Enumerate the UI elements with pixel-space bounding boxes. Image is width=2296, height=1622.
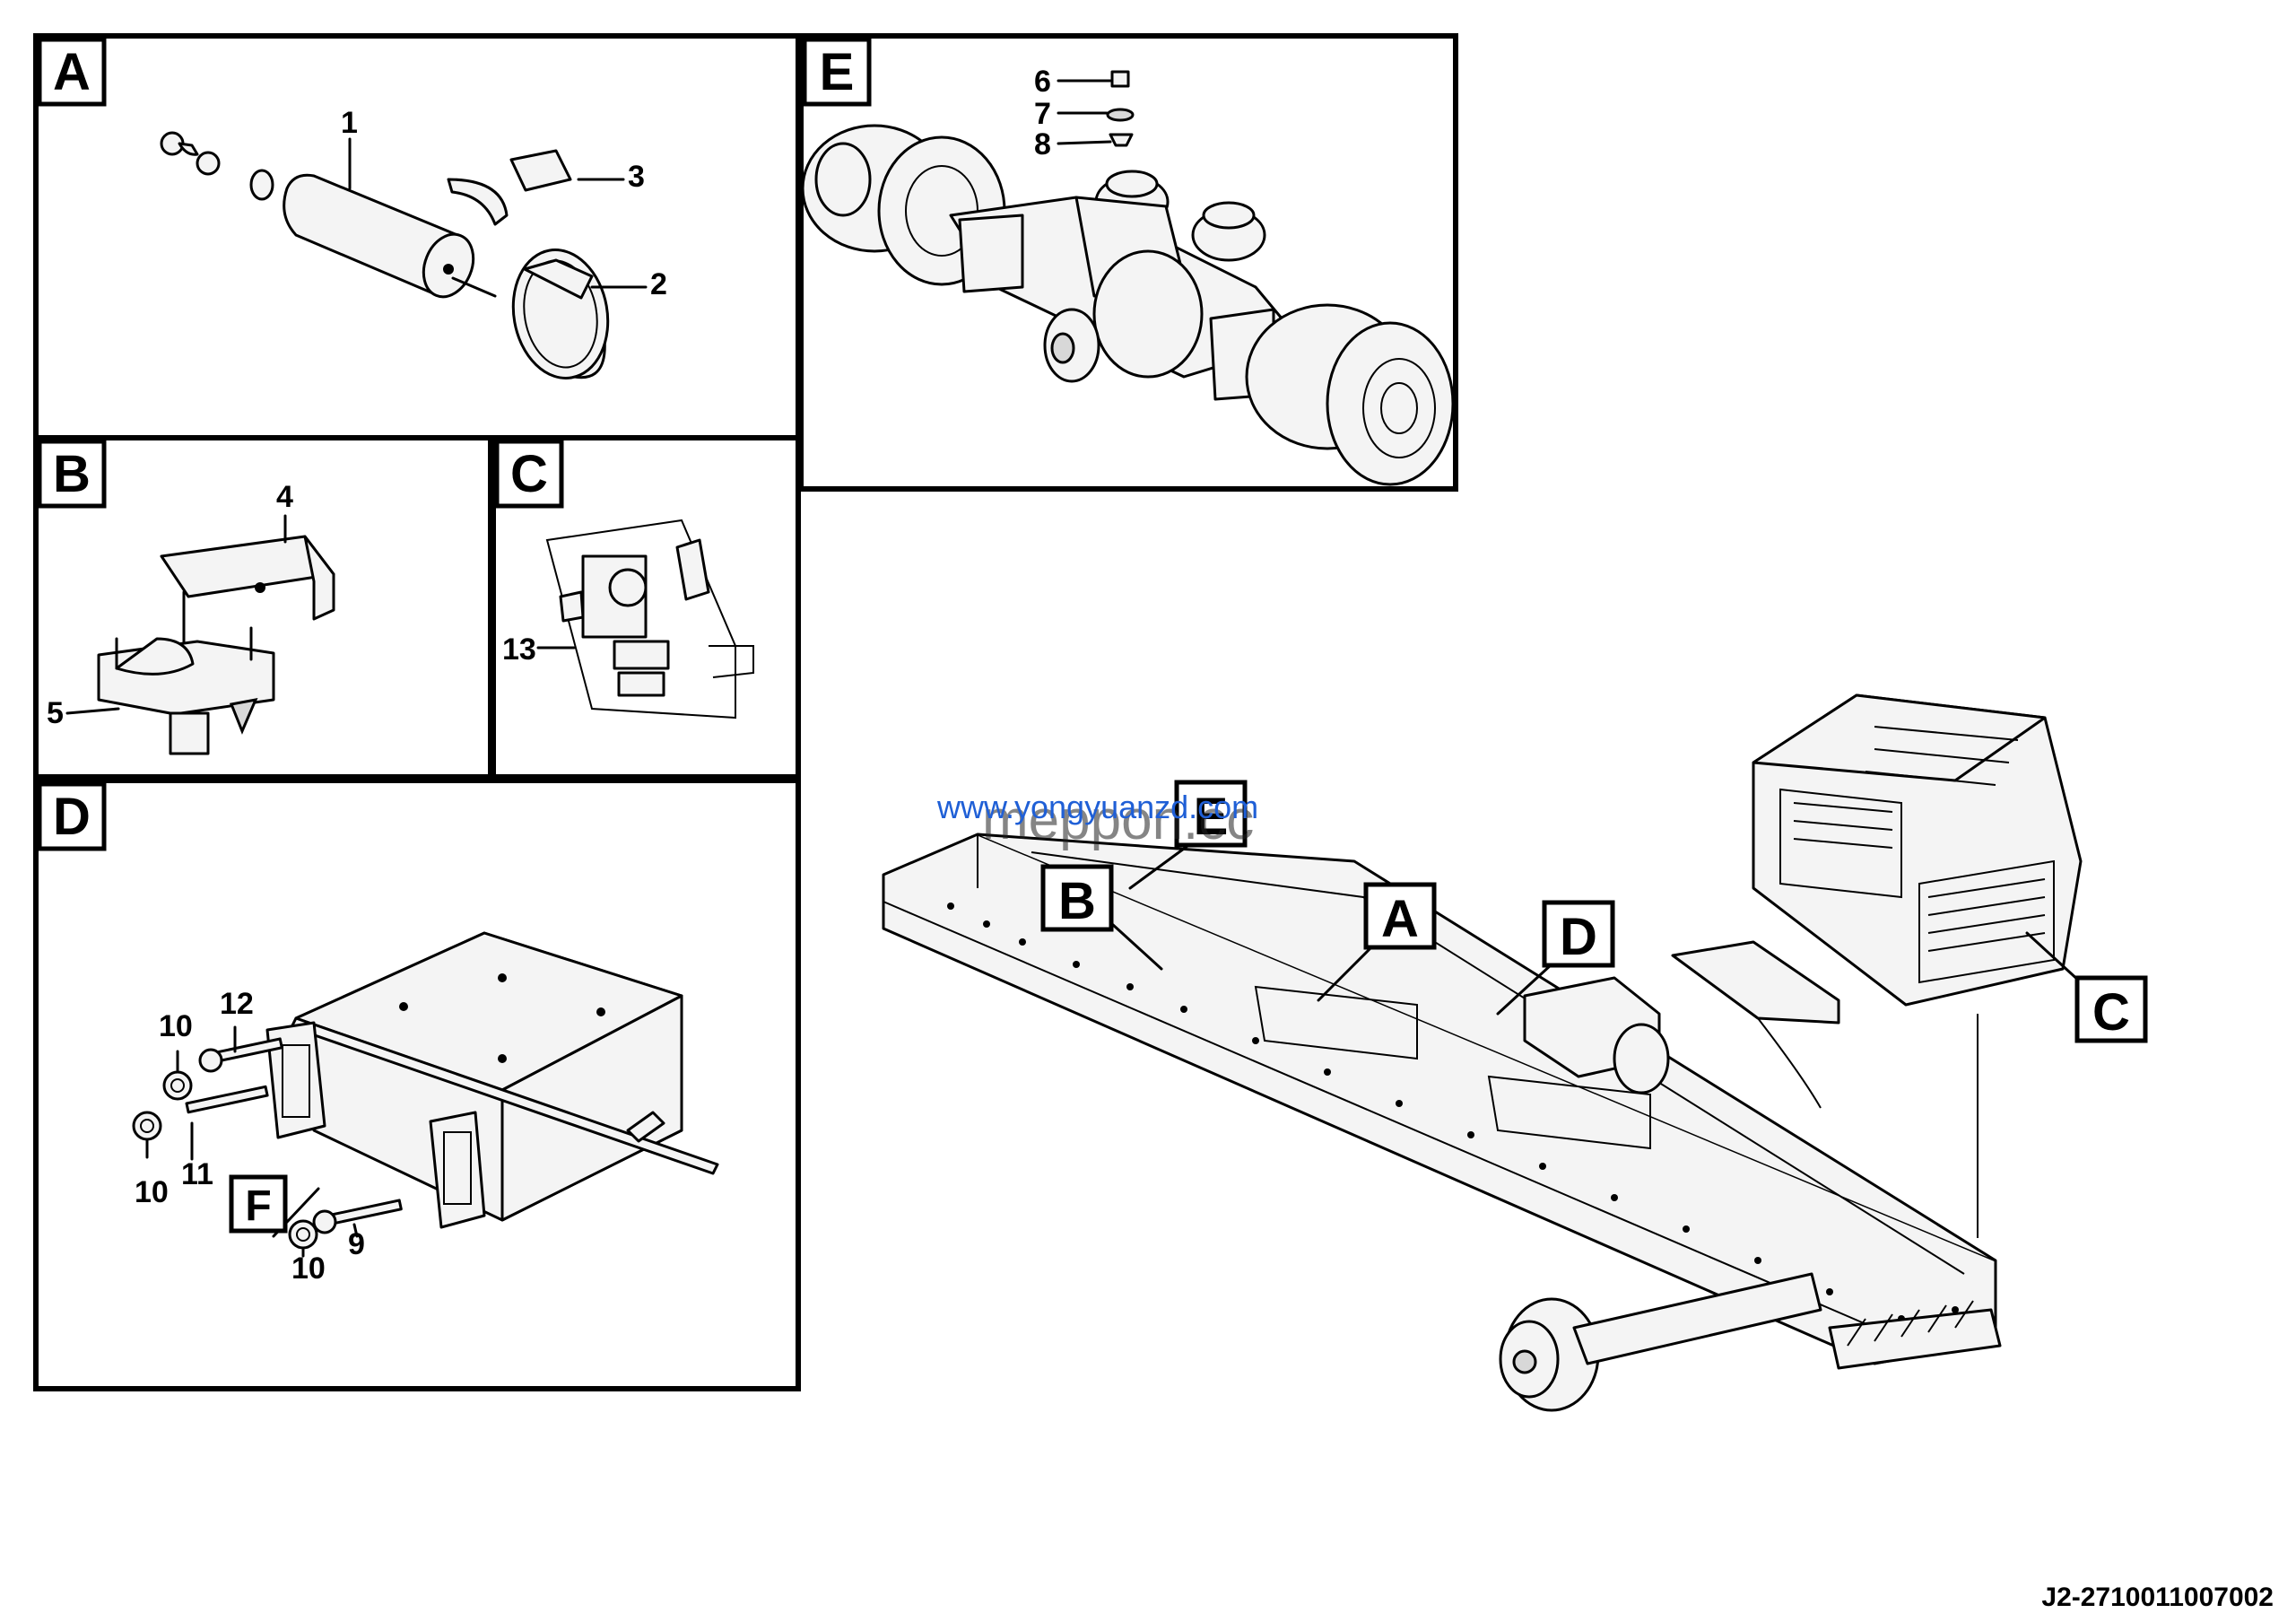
callout-11: 11 xyxy=(181,1157,213,1191)
svg-text:B: B xyxy=(53,445,91,503)
svg-text:C: C xyxy=(510,445,548,503)
callout-10-bottom: 10 xyxy=(291,1251,326,1286)
callout-3: 3 xyxy=(628,160,645,194)
callout-12: 12 xyxy=(220,987,254,1021)
detail-label-F: F xyxy=(229,1174,288,1234)
callout-9: 9 xyxy=(348,1227,365,1261)
watermark-mepp: meppon.cc xyxy=(982,789,1254,851)
callout-7: 7 xyxy=(1034,97,1051,131)
panel-label-C: C xyxy=(494,439,564,509)
panel-a-drawing xyxy=(160,131,648,379)
panel-label-D: D xyxy=(37,781,107,851)
callout-4: 4 xyxy=(276,480,293,514)
overview-label-B: B xyxy=(1058,872,1096,930)
callout-5: 5 xyxy=(47,696,64,730)
svg-text:E: E xyxy=(820,43,855,101)
overview-label-C: C xyxy=(2092,983,2130,1042)
overview-label-A: A xyxy=(1381,890,1419,948)
document-code: J2-2710011007002 xyxy=(2041,1583,2274,1612)
panel-label-A-text: A xyxy=(53,43,91,101)
panel-b-drawing xyxy=(65,514,335,755)
truck-chassis-drawing xyxy=(882,693,2083,1412)
svg-text:D: D xyxy=(53,788,91,846)
panel-d-drawing xyxy=(132,931,719,1258)
panel-label-A: A xyxy=(37,37,107,107)
callout-2: 2 xyxy=(650,267,667,301)
callout-8: 8 xyxy=(1034,127,1051,161)
callout-10-top: 10 xyxy=(159,1009,193,1043)
overview-label-E: E xyxy=(1194,788,1229,846)
panel-c-drawing xyxy=(536,519,754,719)
callout-6: 6 xyxy=(1034,65,1051,99)
panel-label-B: B xyxy=(37,439,107,509)
overview-label-D: D xyxy=(1560,908,1597,966)
callout-13: 13 xyxy=(502,632,536,667)
overview-callouts: E B A D C xyxy=(1040,780,2148,1043)
watermark-url: www.yongyuanzd.com xyxy=(936,789,1258,825)
panel-frames xyxy=(33,33,1458,1391)
svg-text:F: F xyxy=(245,1182,271,1230)
panel-e-drawing xyxy=(801,70,1455,486)
callout-1: 1 xyxy=(341,106,358,140)
callout-10-mid: 10 xyxy=(135,1175,169,1209)
panel-label-E: E xyxy=(802,37,872,107)
